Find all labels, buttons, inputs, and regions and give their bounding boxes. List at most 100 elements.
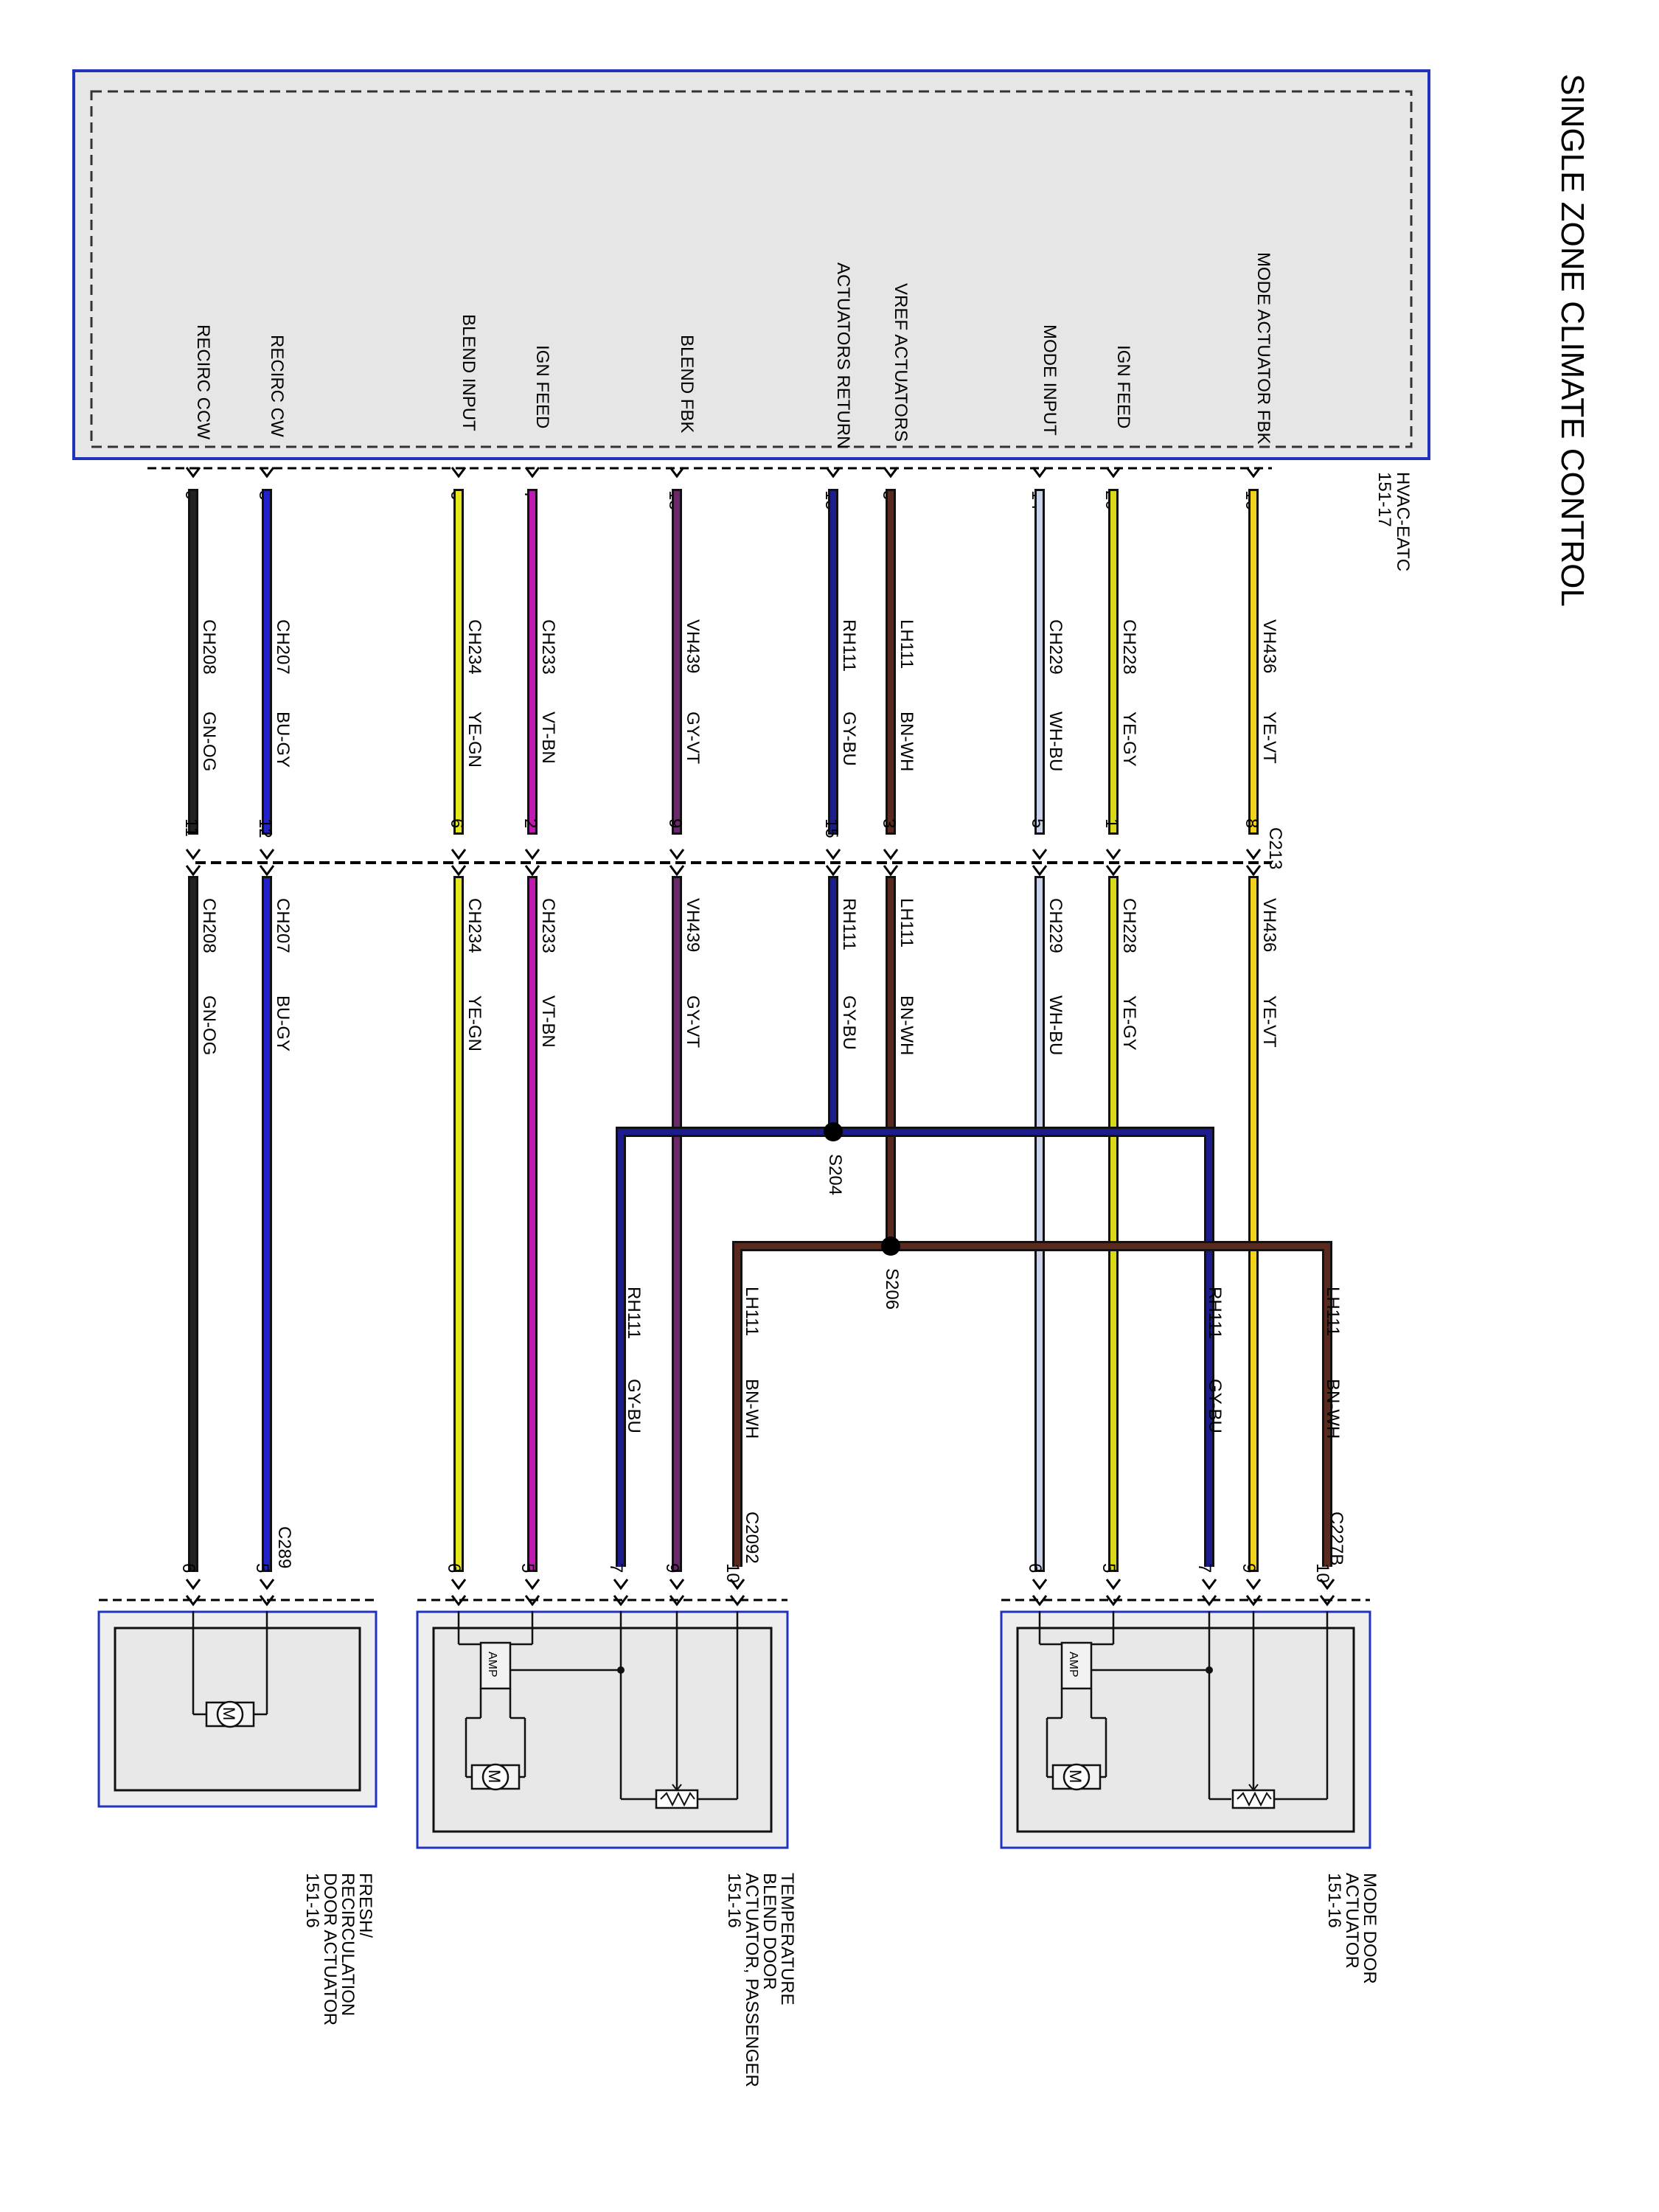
wire-color-label: BU-GY xyxy=(273,995,293,1051)
component-pin-number: 9 xyxy=(662,1563,682,1573)
pin-arrow xyxy=(883,864,899,876)
amp-block xyxy=(1060,1641,1093,1690)
branch-label-color: BN-WH xyxy=(742,1379,762,1439)
wire-color-label: YE-VT xyxy=(1259,712,1279,764)
amp-block xyxy=(479,1641,512,1690)
signal-label: MODE INPUT xyxy=(1040,324,1060,436)
wire-circuit-label: CH234 xyxy=(465,898,484,953)
wire-circuit-label: LH111 xyxy=(897,898,917,947)
wire-color-label: VT-BN xyxy=(538,712,558,764)
wire-color-label: GN-OG xyxy=(199,712,219,771)
pin-arrow xyxy=(613,1578,629,1590)
c213-pin-number: 6 xyxy=(447,818,467,828)
motor-icon xyxy=(481,1763,509,1791)
module-name: HVAC-EATC xyxy=(1393,472,1413,571)
fresh-recirculation-door-actuator xyxy=(97,1599,378,1808)
pin-arrow xyxy=(259,864,275,876)
wiper-arrow xyxy=(1248,1784,1259,1792)
c289-label: C289 xyxy=(274,1526,294,1568)
wire-circuit-label: CH229 xyxy=(1046,619,1065,675)
module-box xyxy=(72,69,1430,460)
pin-arrow xyxy=(259,848,275,860)
component-pin-number: 5 xyxy=(1099,1563,1119,1573)
signal-label: ACTUATORS RETURN xyxy=(833,262,853,448)
wire-color-label: BU-GY xyxy=(273,712,293,768)
pin-arrow xyxy=(1245,864,1262,876)
c213-pin-number: 11 xyxy=(181,818,201,837)
junction xyxy=(1206,1666,1213,1674)
c227b-label: C227B xyxy=(1326,1512,1346,1565)
wire-circuit-label: CH234 xyxy=(465,619,484,675)
pin-arrow xyxy=(1105,466,1121,478)
module-inner-dashed xyxy=(90,90,1413,448)
pin-arrow xyxy=(1105,864,1121,876)
module-pins: 162014515187689 xyxy=(181,466,1262,510)
component-name-line: MODE DOOR xyxy=(1360,1873,1380,1984)
c213-pin-number: 9 xyxy=(665,818,685,828)
wires xyxy=(188,489,1259,1572)
component-name-line: 151-16 xyxy=(1324,1873,1344,1928)
temperature-blend-door-actuator xyxy=(416,1599,789,1849)
component-name-line: RECIRCULATION xyxy=(338,1873,358,2016)
branch-label-circuit: LH111 xyxy=(742,1287,762,1336)
wire-color-label: WH-BU xyxy=(1046,712,1065,771)
lh111-branch-fill xyxy=(734,1243,1330,1567)
junction xyxy=(617,1666,625,1674)
wire-color-label: YE-GN xyxy=(465,712,484,768)
splice-s206-label: S206 xyxy=(882,1268,902,1310)
branch-label-color: GY-BU xyxy=(1205,1379,1225,1433)
component-name-line: FRESH/ xyxy=(355,1873,375,1938)
signal-label: BLEND FBK xyxy=(677,335,697,433)
wire-circuit-label: RH111 xyxy=(839,898,859,950)
wire-circuit-label: CH208 xyxy=(199,898,219,953)
lh111-branch xyxy=(732,1241,1332,1567)
wire-circuit-label: CH208 xyxy=(199,619,219,675)
c213-pin-number: 5 xyxy=(1028,818,1048,828)
component-pin-number: 6 xyxy=(444,1563,464,1573)
pin-arrow xyxy=(825,466,841,478)
branch-label-color: BN-WH xyxy=(1323,1379,1343,1439)
component-pin-number: 6 xyxy=(1025,1563,1045,1573)
branch-label-circuit: LH111 xyxy=(1323,1287,1343,1336)
motor-label: M xyxy=(485,1770,504,1783)
potentiometer-zigzag xyxy=(1237,1791,1272,1807)
component-pin-number: 7 xyxy=(606,1563,626,1573)
splice-s204 xyxy=(824,1122,843,1141)
component-pin-number: 10 xyxy=(1312,1563,1332,1583)
signal-label: MODE ACTUATOR FBK xyxy=(1253,252,1273,444)
pin-arrow xyxy=(1032,466,1048,478)
motor-icon xyxy=(1062,1763,1091,1791)
pin-arrow xyxy=(185,1578,201,1590)
c213-label: C213 xyxy=(1265,827,1285,869)
branch-label-circuit: RH111 xyxy=(624,1287,644,1339)
component-pin-number: 7 xyxy=(1194,1563,1214,1573)
c213-pin-number: 15 xyxy=(821,818,841,838)
wire-color-label: BN-WH xyxy=(897,995,917,1055)
motor-label: M xyxy=(1066,1770,1085,1783)
c2092-label: C2092 xyxy=(742,1512,762,1564)
wire-color-label: GY-VT xyxy=(683,995,703,1048)
wire-color-label: VT-BN xyxy=(538,995,558,1048)
pin-arrow xyxy=(524,848,540,860)
potentiometer-zigzag xyxy=(660,1791,695,1807)
splice-s206 xyxy=(881,1237,900,1256)
pin-arrow xyxy=(451,1578,467,1590)
pin-arrow xyxy=(1105,1578,1121,1590)
wire-circuit-label: CH228 xyxy=(1119,898,1139,953)
signal-label: RECIRC CW xyxy=(267,335,287,437)
wire-color-label: GY-VT xyxy=(683,712,703,764)
rh111-branch xyxy=(616,1127,1214,1567)
wire-circuit-label: VH436 xyxy=(1259,619,1279,673)
wire-circuit-label: CH233 xyxy=(538,898,558,953)
c213-pin-number: 2 xyxy=(521,818,540,828)
component-name-line: TEMPERATURE xyxy=(777,1873,797,2006)
component-name-line: ACTUATOR xyxy=(1342,1873,1362,1969)
pin-arrow xyxy=(669,848,685,860)
c213-pin-number: 3 xyxy=(879,818,899,828)
pin-arrow xyxy=(259,1578,275,1590)
pin-arrow xyxy=(669,1578,685,1590)
pin-arrow xyxy=(883,848,899,860)
wire-color-label: YE-GY xyxy=(1119,712,1139,767)
wire-circuit-label: VH439 xyxy=(683,898,703,952)
wire-color-label: GN-OG xyxy=(199,995,219,1055)
